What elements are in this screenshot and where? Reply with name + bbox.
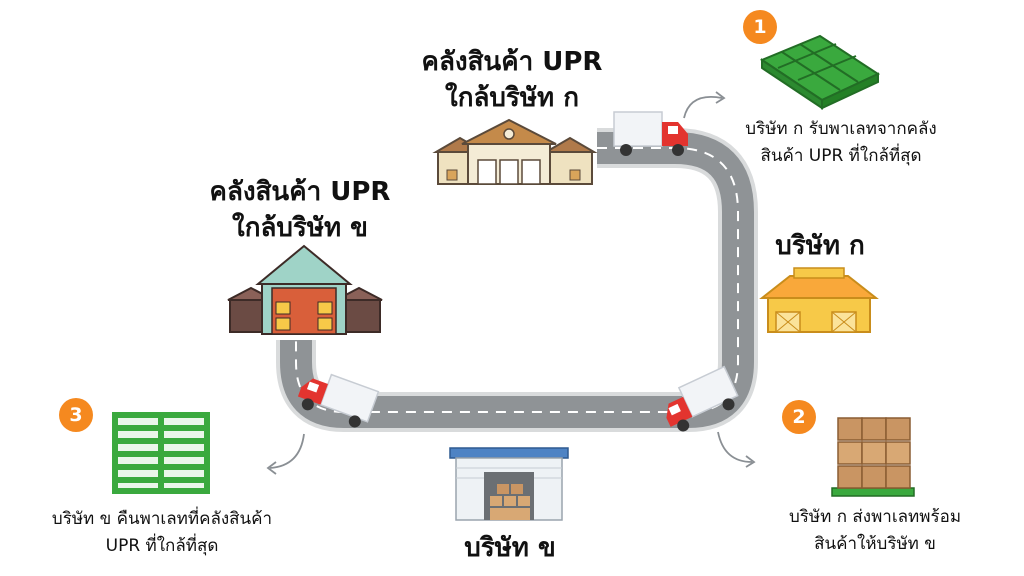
step-1-description-line2: สินค้า UPR ที่ใกล้ที่สุด (760, 146, 922, 166)
warehouse-b-label-line1: คลังสินค้า UPR (209, 177, 391, 207)
step-3-badge: 3 (59, 398, 93, 432)
company-b-label: บริษัท ข (464, 533, 556, 563)
warehouse-a-label-line1: คลังสินค้า UPR (421, 47, 603, 77)
warehouse-b-label: คลังสินค้า UPR ใกล้บริษัท ข (184, 174, 416, 246)
step-2-description: บริษัท ก ส่งพาเลทพร้อม สินค้าให้บริษัท ข (740, 504, 1010, 558)
truck-right (666, 365, 739, 432)
step-2-description-line2: สินค้าให้บริษัท ข (814, 534, 936, 554)
warehouse-b-icon (227, 244, 383, 335)
step-1-badge: 1 (743, 10, 777, 44)
step-3-description-line1: บริษัท ข คืนพาเลทที่คลังสินค้า (51, 509, 273, 529)
green-pallet-icon (759, 34, 881, 110)
stacked-pallets-icon (112, 412, 210, 494)
step-1-description: บริษัท ก รับพาเลทจากคลัง สินค้า UPR ที่ใ… (706, 116, 976, 170)
step-1-description-line1: บริษัท ก รับพาเลทจากคลัง (745, 119, 937, 139)
truck-bottom-left (297, 373, 380, 428)
warehouse-a-icon (432, 118, 598, 185)
warehouse-b-label-line2: ใกล้บริษัท ข (232, 213, 368, 243)
arrow-step-2-icon (717, 431, 756, 468)
arrow-step-1-icon (683, 91, 726, 119)
truck-top (613, 111, 688, 156)
step-2-badge: 2 (782, 400, 816, 434)
step-3-description-line2: UPR ที่ใกล้ที่สุด (105, 536, 219, 556)
warehouse-a-label-line2: ใกล้บริษัท ก (445, 83, 579, 113)
step-3-description: บริษัท ข คืนพาเลทที่คลังสินค้า UPR ที่ใก… (12, 506, 312, 560)
boxes-on-pallet-icon (831, 417, 915, 497)
company-a-building-icon (759, 267, 879, 333)
warehouse-a-label: คลังสินค้า UPR ใกล้บริษัท ก (396, 44, 628, 116)
company-b-building-icon (449, 447, 569, 521)
step-2-description-line1: บริษัท ก ส่งพาเลทพร้อม (788, 507, 962, 527)
company-a-label: บริษัท ก (775, 231, 865, 261)
arrow-step-3-icon (266, 433, 305, 475)
